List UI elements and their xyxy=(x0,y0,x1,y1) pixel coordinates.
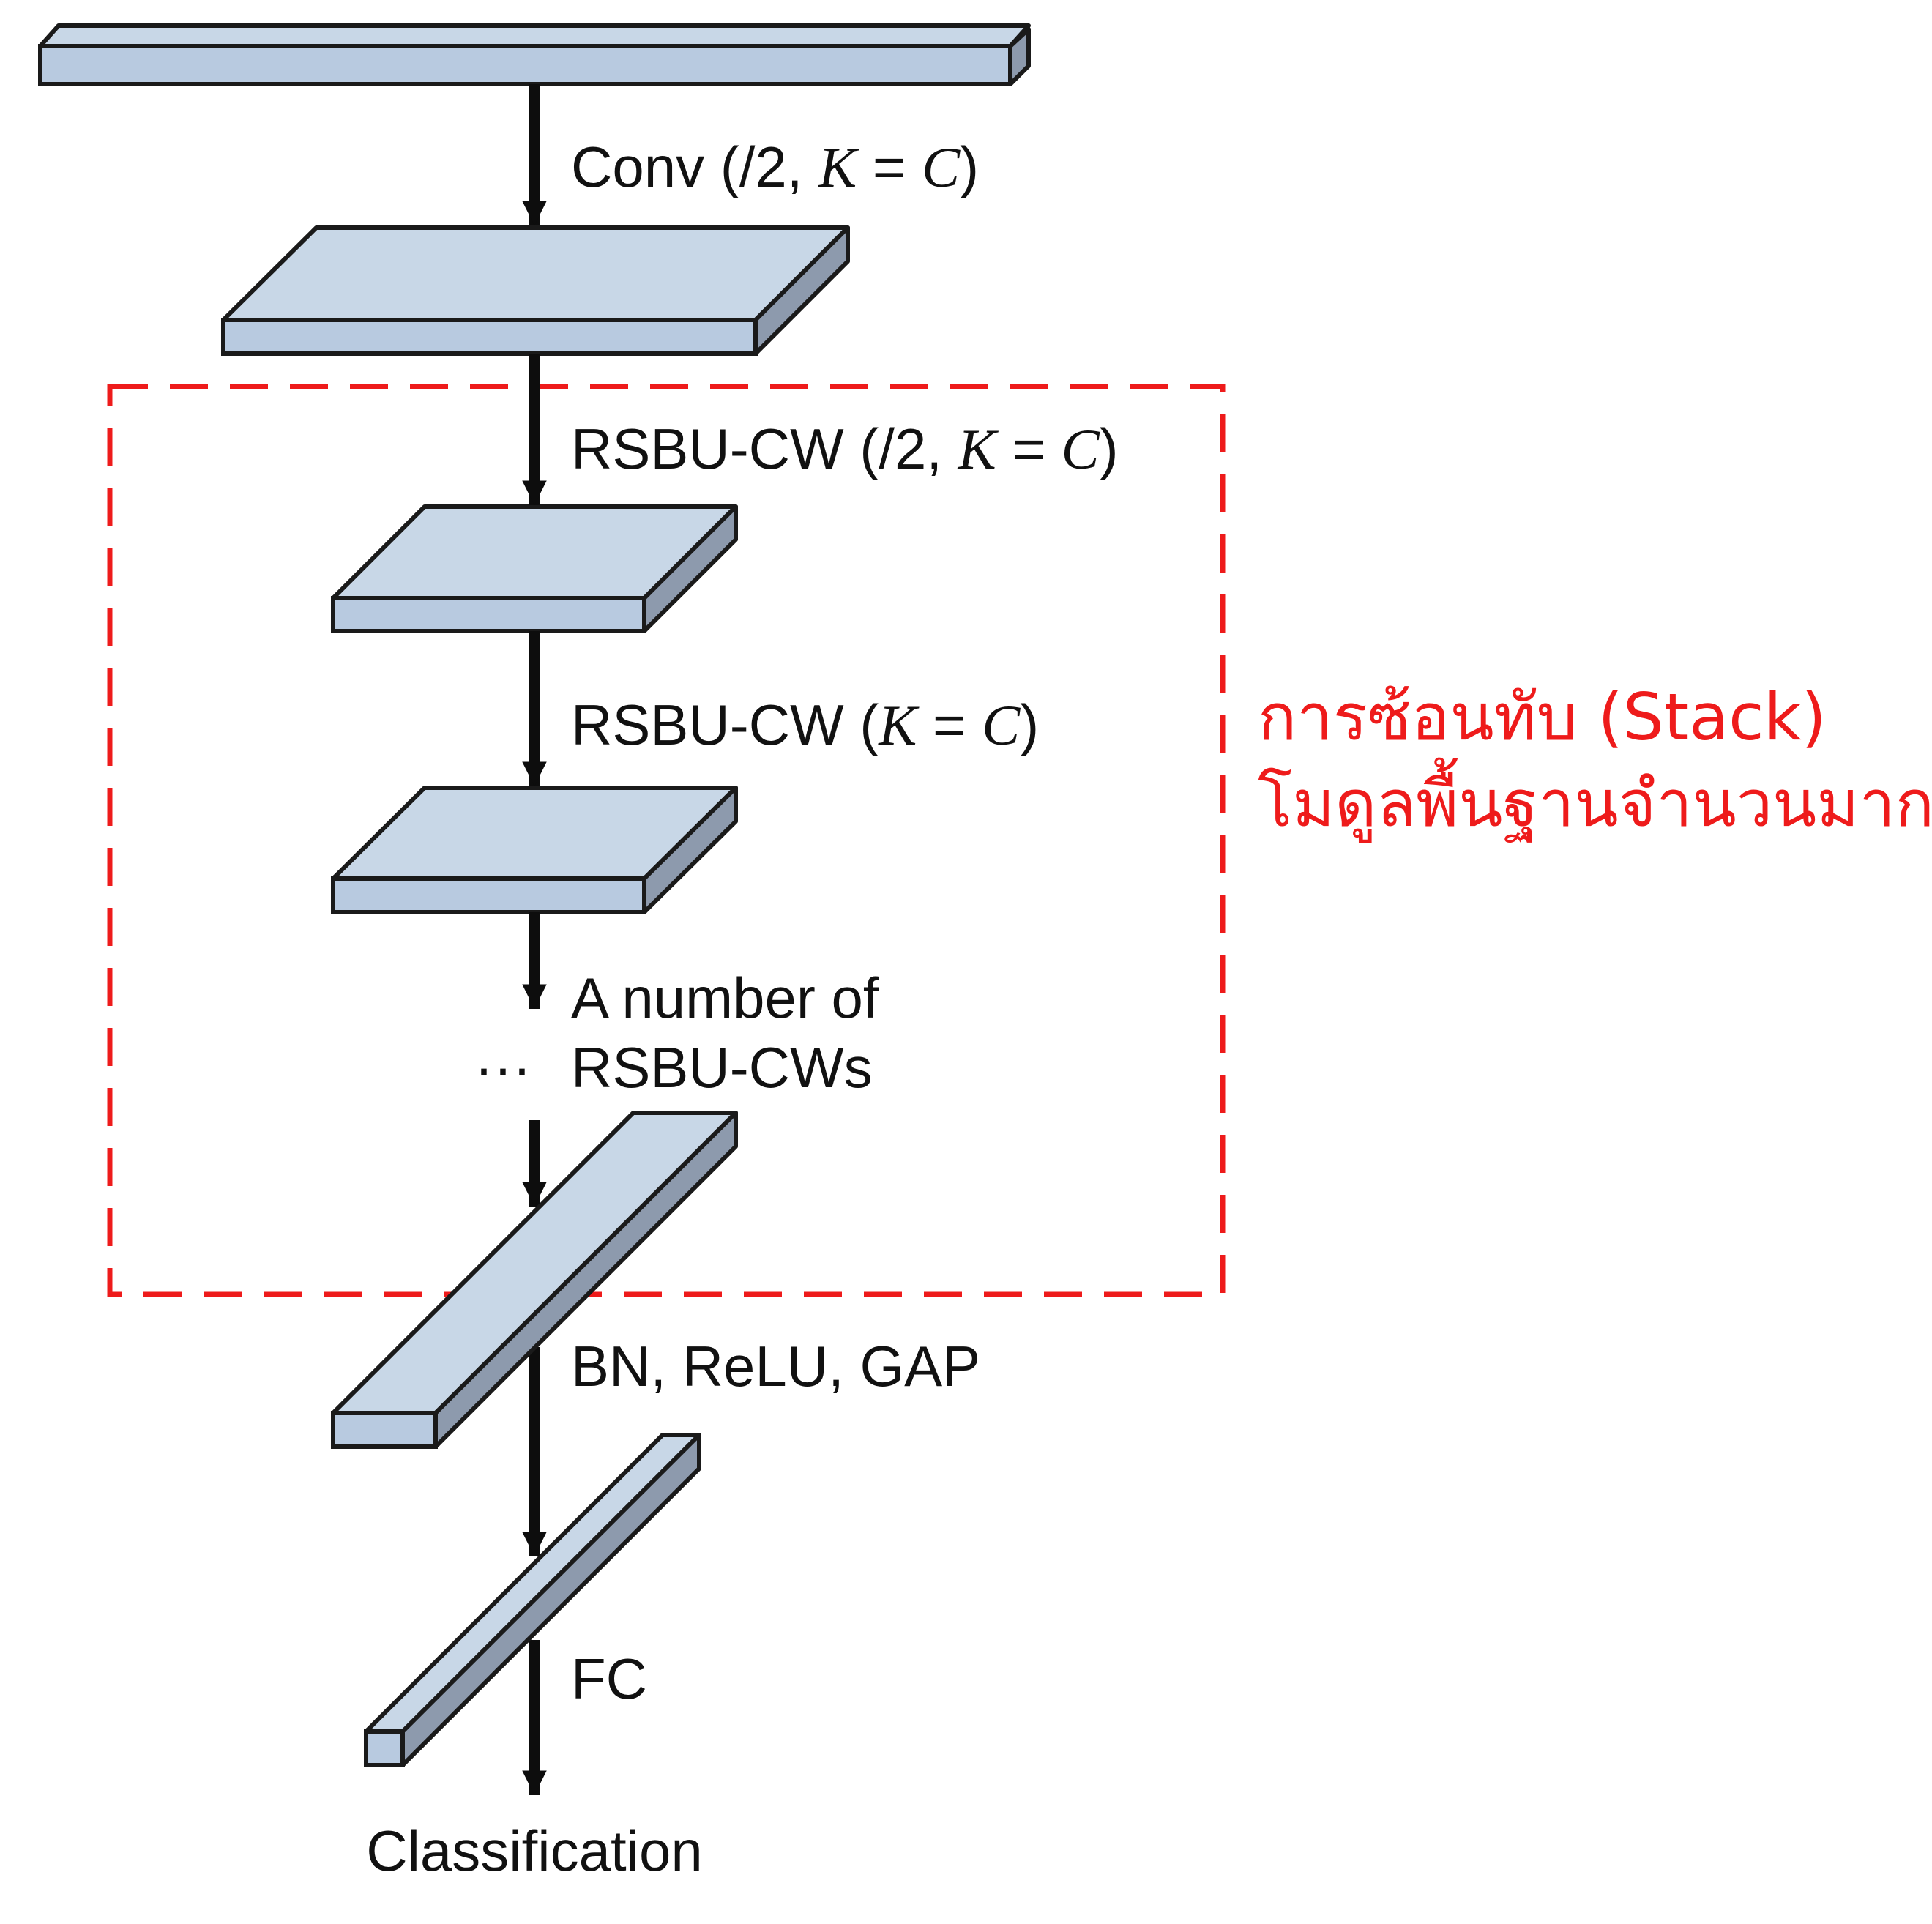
label-classification: Classification xyxy=(366,1819,703,1883)
stack-highlight-box xyxy=(107,384,1226,1297)
label-fc: FC xyxy=(571,1647,647,1711)
block-final-features xyxy=(331,1111,738,1449)
label-bn-relu-gap: BN, ReLU, GAP xyxy=(571,1334,980,1398)
block-rsbu-1-output xyxy=(331,504,738,633)
block-conv-output xyxy=(221,225,850,356)
label-conv: Conv (/2, K = C) xyxy=(571,135,979,199)
label-ellipsis: ··· xyxy=(474,1035,532,1100)
annotation-line-1: การซ้อนทับ (Stack) xyxy=(1258,679,1827,755)
label-rsbu-downsample: RSBU-CW (/2, K = C) xyxy=(571,417,1119,481)
block-fc-vector xyxy=(364,1433,701,1767)
block-input xyxy=(38,23,1031,86)
label-many-line2: RSBU-CWs xyxy=(571,1035,873,1100)
label-many-line1: A number of xyxy=(571,966,879,1030)
annotation-line-2: โมดูลพื้นฐานจำนวนมาก xyxy=(1258,758,1932,843)
block-rsbu-2-output xyxy=(331,786,738,914)
label-rsbu: RSBU-CW (K = C) xyxy=(571,693,1039,757)
